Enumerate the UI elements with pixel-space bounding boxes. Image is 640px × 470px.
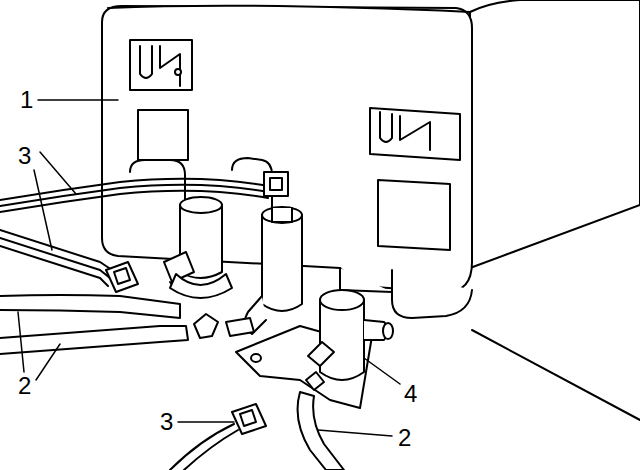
leader-line <box>36 344 60 380</box>
callout-number: 1 <box>20 88 33 112</box>
washer-pump <box>194 290 393 408</box>
bracket-hook <box>400 116 430 150</box>
hose-clip <box>194 314 218 338</box>
ground-line <box>472 330 640 420</box>
wire-connector <box>232 404 266 434</box>
bracket-slot <box>380 112 392 142</box>
callout-number: 3 <box>160 410 173 434</box>
leader-line <box>318 430 392 436</box>
leader-line <box>18 100 400 436</box>
wire <box>0 191 268 212</box>
reservoir-tank <box>102 0 640 318</box>
leader-line <box>34 170 52 250</box>
tank-side-face <box>470 0 640 268</box>
bracket-slot <box>140 46 152 78</box>
leader-line <box>38 99 118 101</box>
pump-top <box>320 290 364 310</box>
pump-top <box>180 197 222 213</box>
hose-clip <box>306 372 324 390</box>
leader-line <box>18 312 24 372</box>
moulding-left <box>130 160 185 250</box>
bracket-recess <box>138 110 188 160</box>
flange-hole <box>251 354 261 362</box>
leader-line <box>178 421 234 423</box>
hose-stub <box>226 318 254 336</box>
wire <box>0 238 110 278</box>
washer-pump <box>245 207 302 334</box>
callout-number: 2 <box>18 374 31 398</box>
bracket-hook <box>160 46 180 86</box>
washer-pump <box>164 197 232 298</box>
wire-harness <box>0 172 288 470</box>
pump-nozzle-end <box>383 323 393 339</box>
leader-line <box>364 358 400 384</box>
leader-line <box>40 152 76 194</box>
pump-terminal <box>272 208 292 222</box>
washer-hose <box>0 295 344 470</box>
pump-body <box>320 300 364 380</box>
tank-top-edge <box>108 6 470 12</box>
bracket-right <box>370 108 460 160</box>
bracket-recess <box>378 180 450 250</box>
callout-number: 4 <box>404 382 417 406</box>
hose-upper <box>0 295 180 318</box>
bracket-hole <box>175 69 181 75</box>
wire <box>184 430 238 470</box>
callout-number: 2 <box>398 426 411 450</box>
wire <box>170 424 234 470</box>
tank-base-ridge <box>340 268 392 292</box>
bracket-left <box>130 40 192 90</box>
hose-lower <box>0 326 188 354</box>
hose-clip <box>308 342 334 366</box>
wire-connector <box>264 172 288 196</box>
wire-connector <box>106 262 138 292</box>
pump-top <box>262 207 302 223</box>
callout-number: 3 <box>18 144 31 168</box>
tank-lower-lip <box>392 270 472 318</box>
pump-body <box>262 215 302 311</box>
pump-base <box>170 274 232 298</box>
wire <box>0 246 108 286</box>
